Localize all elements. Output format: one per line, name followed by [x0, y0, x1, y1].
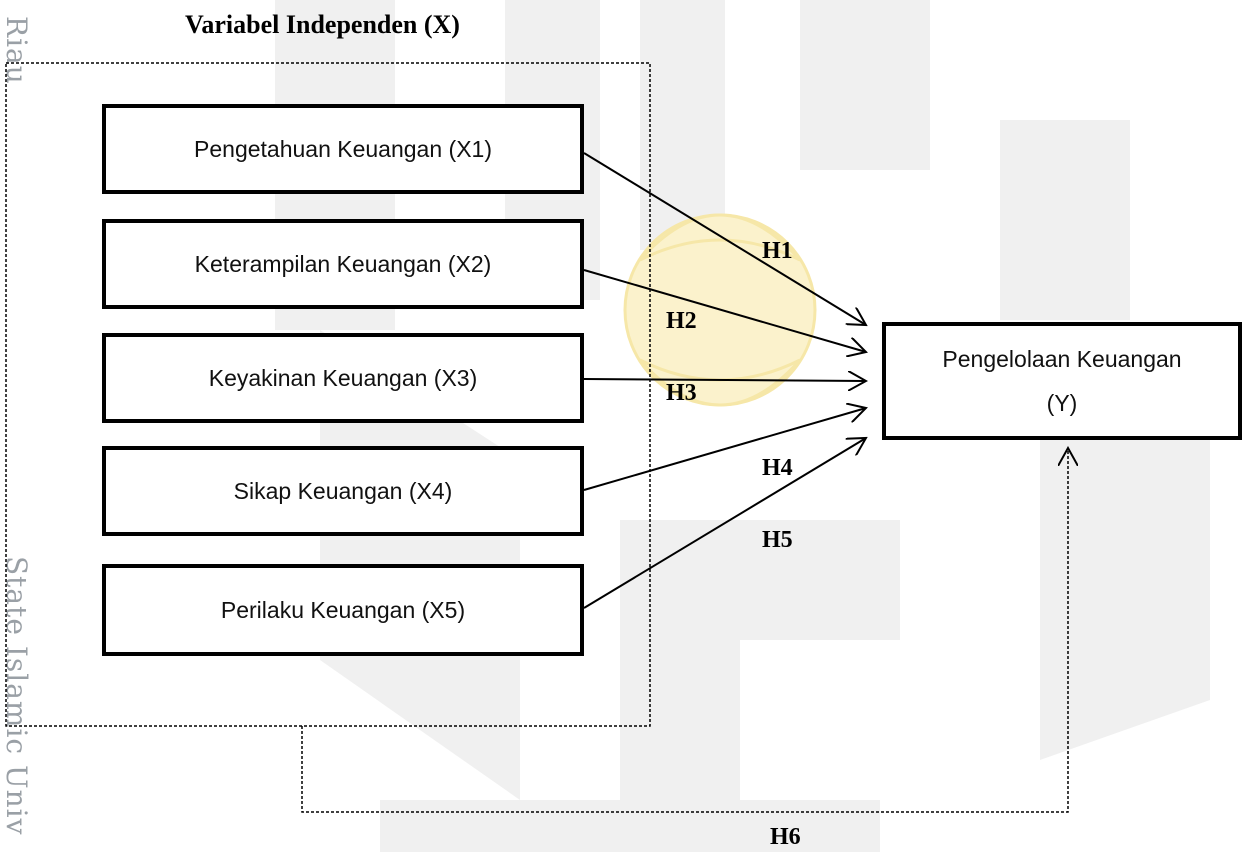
arrow-h4 — [583, 408, 866, 491]
box-y-line2: (Y) — [1046, 390, 1078, 416]
watermark-block — [640, 0, 725, 250]
arrow-h3 — [583, 379, 866, 381]
label-h6: H6 — [770, 824, 801, 850]
watermark-block — [380, 800, 880, 852]
label-h1: H1 — [762, 238, 793, 264]
emblem-leaf — [638, 358, 802, 407]
side-watermark-text: Riau — [0, 16, 33, 85]
group-title: Variabel Independen (X) — [185, 10, 460, 39]
box-x5: Perilaku Keuangan (X5) — [102, 564, 584, 656]
watermark-block — [1040, 380, 1210, 760]
label-h2: H2 — [666, 308, 697, 334]
box-x4: Sikap Keuangan (X4) — [102, 446, 584, 536]
label-h3: H3 — [666, 380, 697, 406]
watermark-block — [620, 520, 900, 800]
box-y-line1: Pengelolaan Keuangan — [942, 346, 1182, 372]
box-x2: Keterampilan Keuangan (X2) — [102, 219, 584, 309]
watermark-block — [1000, 120, 1130, 320]
label-h5: H5 — [762, 527, 793, 553]
arrow-h6 — [301, 448, 1068, 813]
watermark-block — [800, 0, 930, 170]
box-x1: Pengetahuan Keuangan (X1) — [102, 104, 584, 194]
label-h4: H4 — [762, 455, 793, 481]
independent-group-border — [5, 62, 651, 727]
emblem-leaf — [638, 213, 802, 262]
box-x3: Keyakinan Keuangan (X3) — [102, 333, 584, 423]
box-y: Pengelolaan Keuangan (Y) — [882, 322, 1242, 440]
arrow-h1 — [583, 152, 866, 325]
arrow-h2 — [583, 269, 866, 352]
arrow-h5 — [583, 438, 866, 609]
